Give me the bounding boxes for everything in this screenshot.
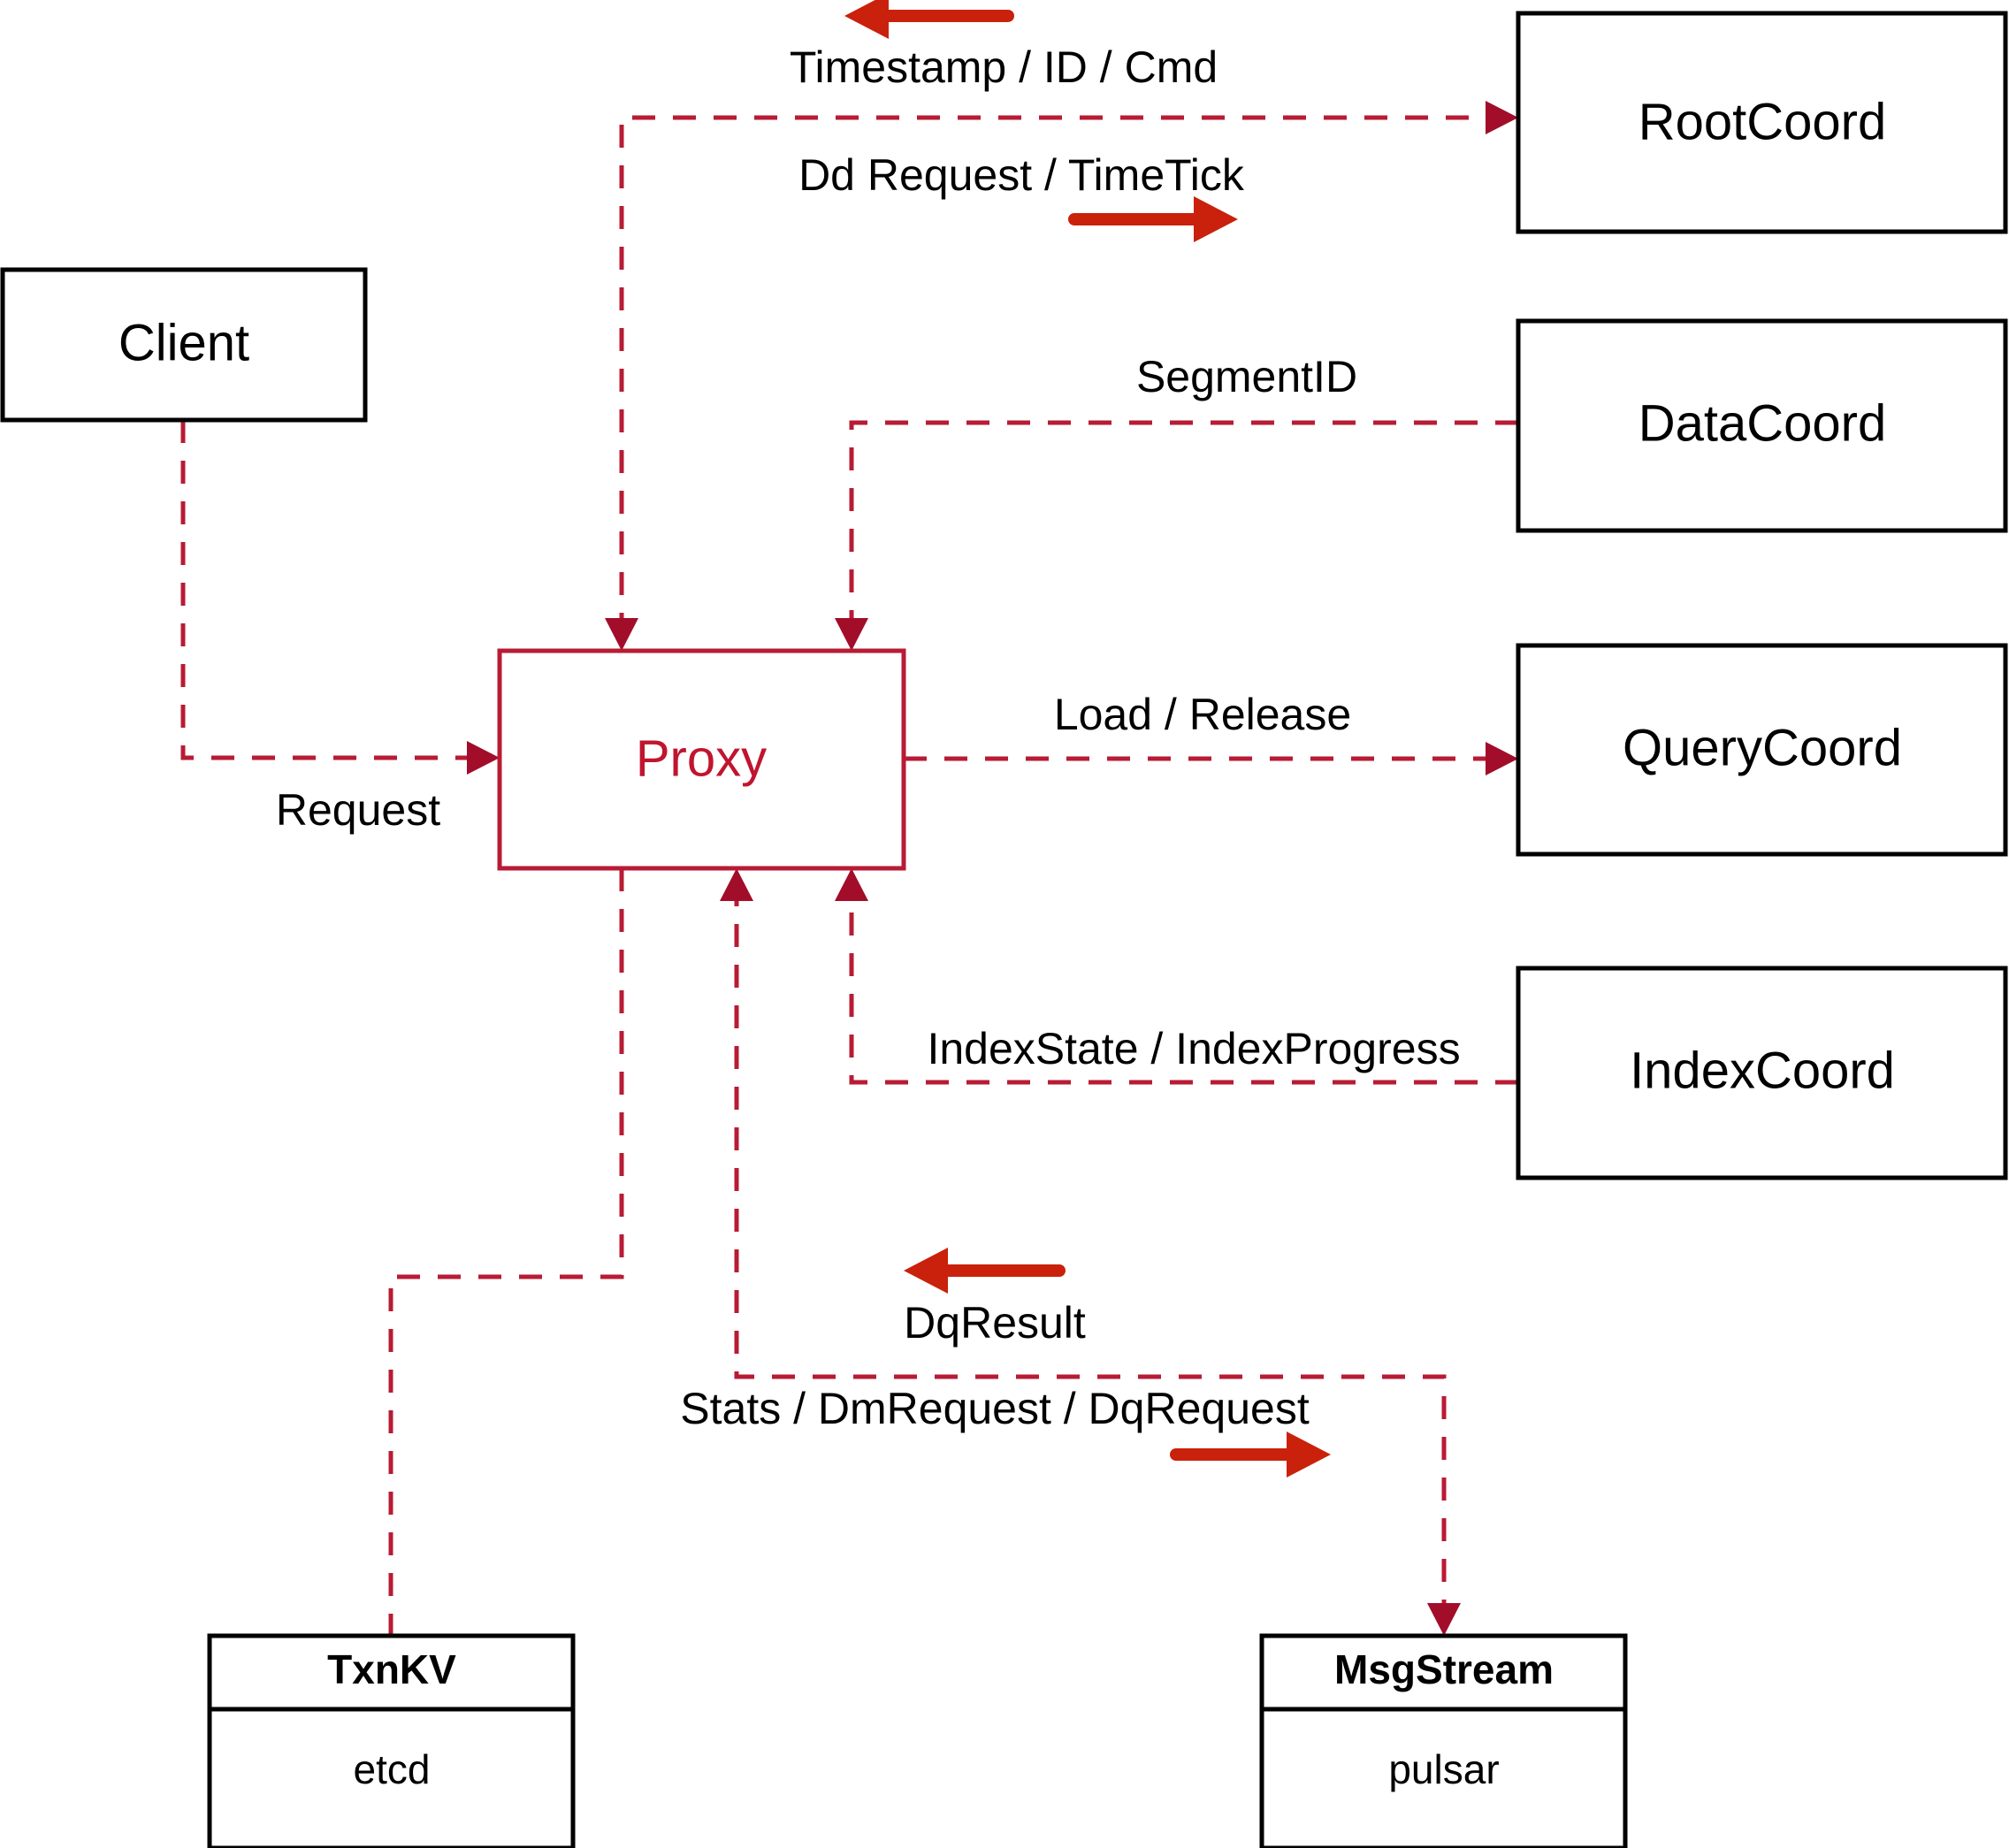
annotation-dd-request-timetick: Dd Request / TimeTick — [798, 150, 1245, 242]
edge-label-request: Request — [276, 785, 440, 835]
node-proxy-box — [497, 648, 906, 871]
node-datacoord-box — [1516, 318, 2008, 533]
node-client-label: Client — [118, 314, 249, 371]
node-datacoord-label: DataCoord — [1639, 394, 1886, 452]
node-rootcoord[interactable]: RootCoord — [1516, 11, 2008, 234]
annotation-dq-result: DqResult — [904, 1248, 1086, 1348]
edge-label-dd-request-timetick: Dd Request / TimeTick — [798, 150, 1245, 200]
node-rootcoord-label: RootCoord — [1639, 93, 1886, 150]
arrowhead-rootcoord-right — [1486, 101, 1518, 134]
annotation-timestamp-id-cmd: Timestamp / ID / Cmd — [790, 0, 1218, 92]
node-msgstream-impl-label: pulsar — [1388, 1746, 1499, 1792]
node-indexcoord[interactable]: IndexCoord — [1516, 966, 2008, 1180]
node-client[interactable]: Client — [0, 267, 368, 423]
node-txnkv-box — [207, 1633, 576, 1848]
node-proxy[interactable]: Proxy — [497, 648, 906, 871]
edge-path-indexstate — [849, 883, 1518, 1085]
edge-path-txnkv — [388, 868, 624, 1636]
edge-proxy-to-msgstream — [720, 868, 1461, 1636]
node-rootcoord-box — [1516, 11, 2008, 234]
node-client-box — [0, 267, 368, 423]
annotation-arrowhead-right-stats-icon — [1287, 1432, 1331, 1478]
edge-label-index-state-progress: IndexState / IndexProgress — [927, 1024, 1460, 1073]
edge-proxy-to-rootcoord — [605, 101, 1518, 651]
edge-proxy-to-querycoord — [904, 742, 1518, 775]
edge-label-load-release: Load / Release — [1054, 690, 1351, 739]
arrowhead-segmentid — [835, 618, 868, 651]
edge-path-msgstream — [734, 883, 1447, 1621]
arrowhead-load-release — [1486, 742, 1518, 775]
node-indexcoord-box — [1516, 966, 2008, 1180]
edge-label-timestamp-id-cmd: Timestamp / ID / Cmd — [790, 42, 1218, 92]
edge-label-dq-result: DqResult — [904, 1298, 1086, 1348]
edge-label-stats-dm-dq-request: Stats / DmRequest / DqRequest — [680, 1384, 1310, 1433]
edge-proxy-to-txnkv — [388, 868, 624, 1636]
edge-datacoord-to-proxy — [835, 420, 1518, 651]
edge-indexcoord-to-proxy — [835, 868, 1518, 1085]
node-txnkv-impl-label: etcd — [354, 1746, 431, 1792]
annotation-arrowhead-right-icon — [1194, 196, 1238, 242]
node-txnkv[interactable]: TxnKV etcd — [207, 1633, 576, 1848]
edge-path-request — [180, 420, 485, 760]
node-msgstream[interactable]: MsgStream pulsar — [1259, 1633, 1628, 1848]
node-msgstream-label: MsgStream — [1334, 1646, 1554, 1692]
edge-client-to-proxy — [180, 420, 500, 775]
annotation-stats-dm-dq-request: Stats / DmRequest / DqRequest — [680, 1384, 1331, 1478]
edge-label-segment-id: SegmentID — [1136, 352, 1357, 401]
arrowhead-indexstate — [835, 868, 868, 901]
arrowhead-msgstream-up — [720, 868, 753, 901]
annotation-arrowhead-left-icon — [844, 0, 889, 39]
arrowhead-rootcoord-down — [605, 618, 638, 651]
node-querycoord[interactable]: QueryCoord — [1516, 643, 2008, 857]
node-txnkv-label: TxnKV — [327, 1646, 456, 1692]
node-querycoord-label: QueryCoord — [1623, 719, 1902, 776]
node-querycoord-box — [1516, 643, 2008, 857]
node-proxy-label: Proxy — [636, 729, 767, 787]
node-indexcoord-label: IndexCoord — [1630, 1042, 1895, 1099]
annotation-arrowhead-left-dqresult-icon — [904, 1248, 948, 1294]
node-msgstream-box — [1259, 1633, 1628, 1848]
arrowhead-msgstream-down — [1427, 1603, 1461, 1636]
edge-path-segmentid — [849, 420, 1518, 636]
arrowhead-request — [467, 741, 500, 775]
edge-path-rootcoord — [619, 115, 1503, 636]
node-datacoord[interactable]: DataCoord — [1516, 318, 2008, 533]
